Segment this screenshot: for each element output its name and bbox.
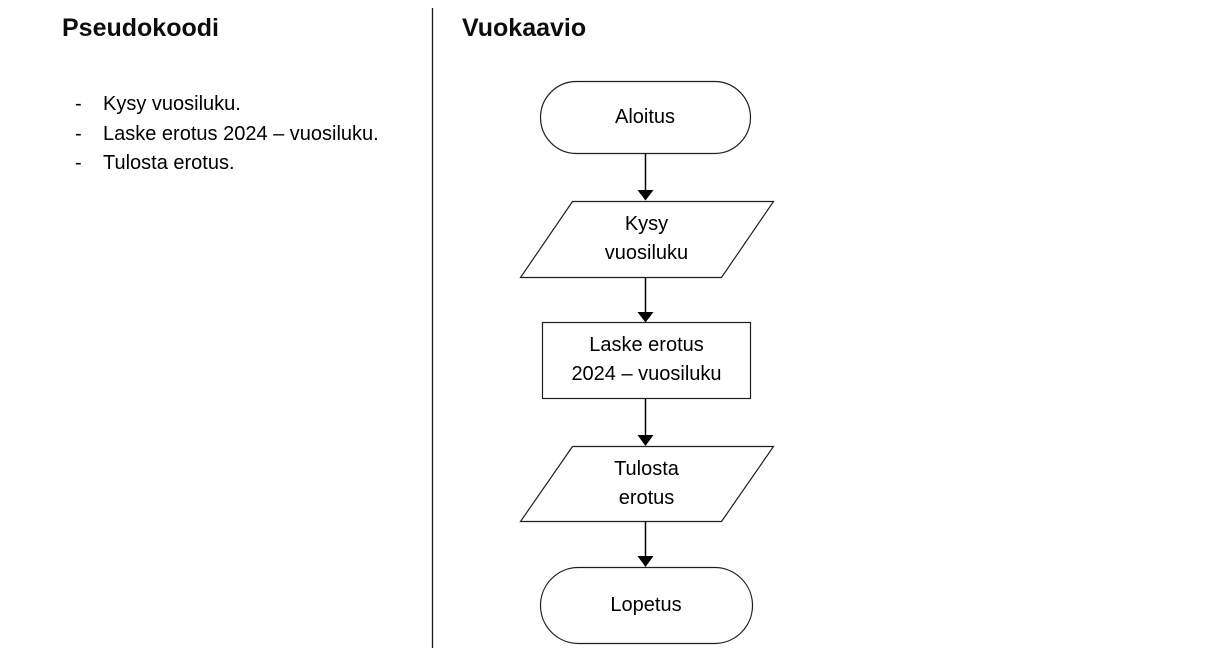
arrowhead-icon [637, 435, 654, 446]
io-output-shape[interactable] [519, 445, 775, 523]
dash-bullet: - [75, 122, 82, 145]
io-input-shape[interactable] [519, 200, 775, 279]
process-shape[interactable] [541, 321, 752, 400]
dash-bullet: - [75, 152, 82, 174]
arrowhead-icon [637, 556, 654, 567]
pseudocode-list: - Kysy vuosiluku. - Laske erotus 2024 – … [75, 90, 379, 179]
list-item-text: Tulosta erotus. [103, 152, 235, 174]
pseudocode-title: Pseudokoodi [62, 14, 219, 42]
list-item-text: Laske erotus 2024 – vuosiluku. [103, 122, 379, 145]
terminator-start-shape[interactable] [539, 80, 752, 155]
list-item: - Laske erotus 2024 – vuosiluku. [75, 120, 379, 150]
list-item: - Kysy vuosiluku. [75, 90, 379, 120]
terminator-end-shape[interactable] [539, 566, 754, 645]
flowchart-title: Vuokaavio [462, 14, 587, 42]
arrowhead-icon [637, 190, 654, 201]
arrowhead-icon [637, 312, 654, 323]
list-item-text: Kysy vuosiluku. [103, 93, 241, 115]
list-item: - Tulosta erotus. [75, 149, 379, 179]
dash-bullet: - [75, 93, 82, 115]
